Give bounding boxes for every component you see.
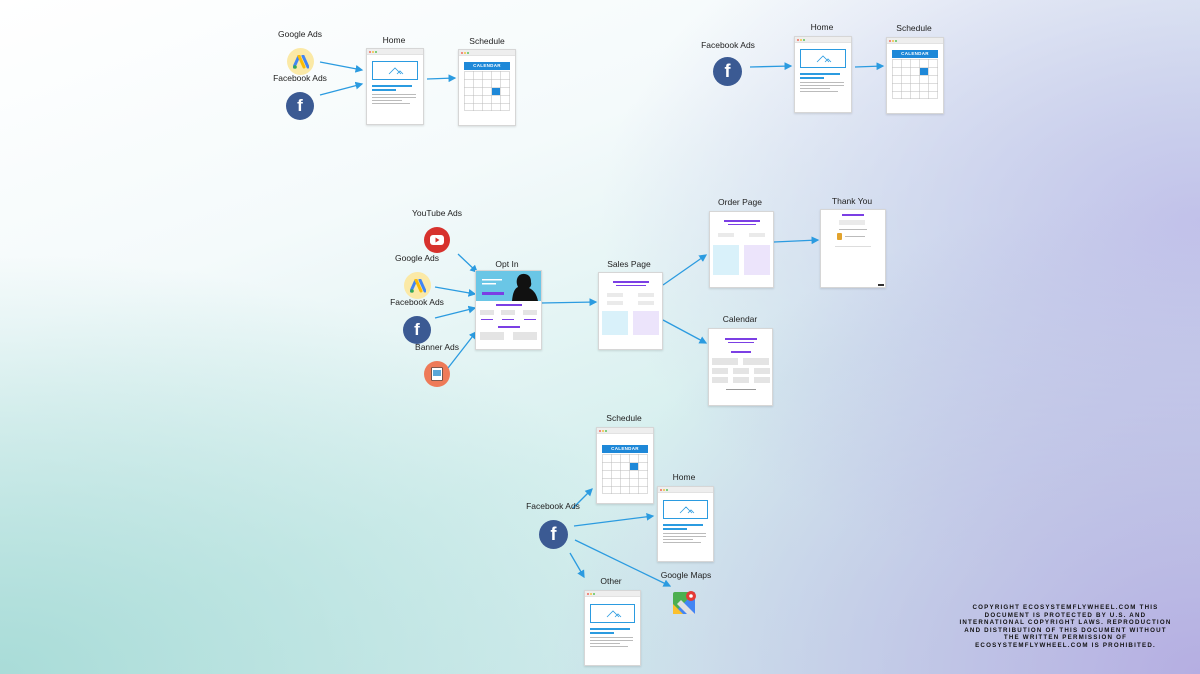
facebook-icon[interactable]: f (286, 92, 314, 120)
google-maps-label: Google Maps (660, 570, 712, 580)
home-label: Home (672, 472, 696, 482)
calendar-grid (892, 59, 938, 99)
calendar-grid (602, 454, 648, 494)
order-page-thumbnail[interactable] (709, 211, 774, 288)
opt-in-hero (476, 271, 541, 301)
arrow (569, 552, 585, 579)
youtube-icon[interactable] (424, 227, 450, 253)
opt-in-label: Opt In (495, 259, 519, 269)
thank-you-label: Thank You (831, 196, 873, 206)
facebook-icon[interactable]: f (539, 520, 568, 549)
google-maps-icon[interactable] (673, 590, 697, 614)
arrow (749, 62, 793, 71)
other-label: Other (600, 576, 622, 586)
schedule-label: Schedule (896, 23, 932, 33)
hero-image-placeholder (590, 604, 635, 623)
home-page-thumbnail[interactable] (366, 48, 424, 125)
copyright-notice: COPYRIGHT ECOSYSTEMFLYWHEEL.COM THIS DOC… (959, 604, 1172, 649)
home-label: Home (382, 35, 406, 45)
calendar-grid (464, 71, 510, 111)
calendar-page-thumbnail[interactable] (708, 328, 773, 406)
thank-you-page-thumbnail[interactable] (820, 209, 886, 288)
schedule-label: Schedule (469, 36, 505, 46)
other-page-thumbnail[interactable] (584, 590, 641, 666)
banner-ads-icon[interactable] (424, 361, 450, 387)
schedule-label: Schedule (606, 413, 642, 423)
facebook-icon[interactable]: f (713, 57, 742, 86)
schedule-page-thumbnail[interactable]: CALENDAR (886, 37, 944, 114)
arrow (540, 298, 598, 307)
google-maps-glyph (673, 591, 696, 614)
facebook-ads-label: Facebook Ads (526, 501, 580, 511)
banner-ads-label: Banner Ads (415, 342, 459, 352)
arrow (574, 539, 672, 587)
order-page-label: Order Page (718, 197, 762, 207)
arrow (434, 305, 477, 319)
banner-glyph (431, 367, 443, 381)
arrow (319, 61, 364, 73)
facebook-ads-label: Facebook Ads (701, 40, 755, 50)
arrow (662, 319, 708, 344)
calendar-label: Calendar (722, 314, 758, 324)
arrow (572, 488, 593, 509)
arrow (854, 62, 885, 71)
arrow (773, 236, 820, 245)
arrow (426, 74, 457, 83)
google-ads-label: Google Ads (395, 253, 439, 263)
calendar-header: CALENDAR (892, 50, 938, 58)
arrow (662, 254, 708, 286)
schedule-page-thumbnail[interactable]: CALENDAR (596, 427, 654, 504)
calendar-header: CALENDAR (464, 62, 510, 70)
home-label: Home (810, 22, 834, 32)
arrow (457, 253, 478, 273)
youtube-glyph (430, 235, 444, 245)
facebook-ads-label: Facebook Ads (390, 297, 444, 307)
home-page-thumbnail[interactable] (657, 486, 714, 562)
arrow (319, 81, 364, 96)
arrow (573, 512, 655, 527)
arrow (447, 330, 477, 369)
sales-page-thumbnail[interactable] (598, 272, 663, 350)
hero-image-placeholder (800, 49, 846, 68)
google-ads-label: Google Ads (278, 29, 322, 39)
opt-in-page-thumbnail[interactable] (475, 270, 542, 350)
sales-page-label: Sales Page (607, 259, 651, 269)
hero-image-placeholder (663, 500, 708, 519)
facebook-icon[interactable]: f (403, 316, 431, 344)
google-ads-glyph (292, 54, 309, 69)
google-ads-icon[interactable] (287, 48, 314, 75)
arrow (434, 286, 477, 297)
schedule-page-thumbnail[interactable]: CALENDAR (458, 49, 516, 126)
youtube-ads-label: YouTube Ads (412, 208, 462, 218)
google-ads-glyph (409, 278, 426, 293)
google-ads-icon[interactable] (404, 272, 431, 299)
calendar-header: CALENDAR (602, 445, 648, 453)
hero-image-placeholder (372, 61, 418, 80)
home-page-thumbnail[interactable] (794, 36, 852, 113)
facebook-ads-label: Facebook Ads (273, 73, 327, 83)
